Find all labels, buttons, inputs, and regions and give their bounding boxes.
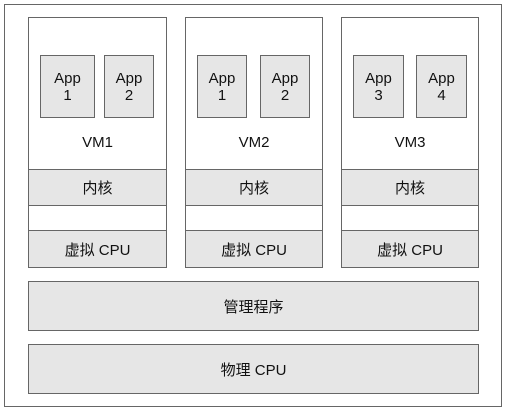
vm3-app-4: App 4 — [416, 55, 467, 118]
vm2-app-1: App 1 — [197, 55, 247, 118]
vm3-label: VM3 — [394, 134, 426, 151]
vm1-virtual-cpu: 虚拟 CPU — [28, 230, 167, 268]
vm1-label: VM1 — [82, 134, 113, 151]
vm2-label: VM2 — [238, 134, 270, 151]
vm3-kernel: 内核 — [341, 169, 479, 206]
vm2-kernel: 内核 — [185, 169, 323, 206]
vm2-app-2: App 2 — [260, 55, 310, 118]
vm1-kernel: 内核 — [28, 169, 167, 206]
vm3-app-3: App 3 — [353, 55, 404, 118]
physical-cpu-layer: 物理 CPU — [28, 344, 479, 394]
vm2-virtual-cpu: 虚拟 CPU — [185, 230, 323, 268]
vm1-app-2: App 2 — [104, 55, 154, 118]
hypervisor-layer: 管理程序 — [28, 281, 479, 331]
vm1-app-1: App 1 — [40, 55, 95, 118]
vm3-virtual-cpu: 虚拟 CPU — [341, 230, 479, 268]
